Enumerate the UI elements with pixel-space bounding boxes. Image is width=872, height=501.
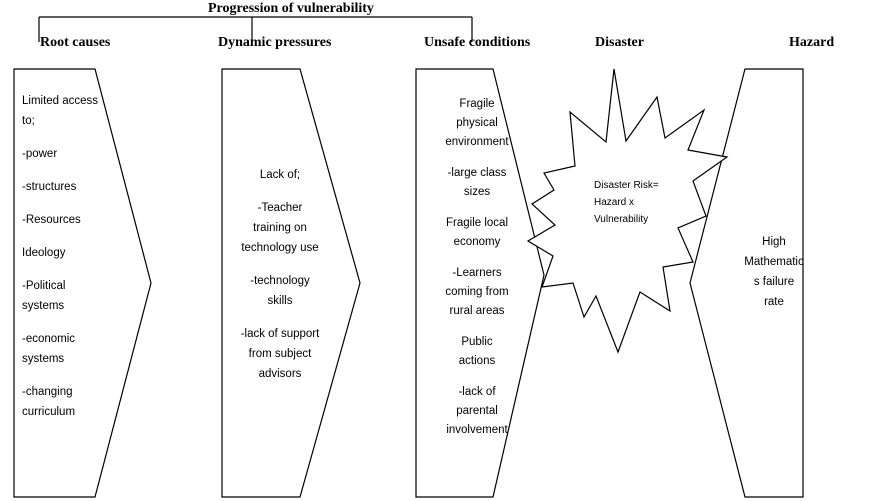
unsafe-conditions-item: Fragile bbox=[459, 98, 495, 110]
disaster-starburst bbox=[526, 68, 729, 354]
hazard-item: High bbox=[762, 236, 786, 248]
root-causes-item: curriculum bbox=[22, 406, 76, 418]
disaster-text-line: Hazard x bbox=[594, 197, 635, 208]
dynamic-pressures-item: from subject bbox=[248, 348, 312, 360]
unsafe-conditions-item: -Learners bbox=[452, 267, 502, 279]
root-causes-item: to; bbox=[22, 115, 35, 127]
unsafe-conditions-item: -large class bbox=[447, 167, 507, 179]
unsafe-conditions-item: environment bbox=[445, 136, 509, 148]
root-causes-item: systems bbox=[22, 353, 65, 365]
disaster-text-line: Vulnerability bbox=[594, 214, 649, 225]
unsafe-conditions-item: rural areas bbox=[449, 305, 505, 317]
header-disaster: Disaster bbox=[595, 35, 644, 50]
dynamic-pressures-item: technology use bbox=[241, 242, 319, 254]
unsafe-conditions-item: Public bbox=[461, 336, 493, 348]
hazard-item: rate bbox=[764, 296, 784, 308]
unsafe-conditions-item: actions bbox=[458, 355, 496, 367]
header-dynamic-pressures: Dynamic pressures bbox=[218, 35, 332, 50]
unsafe-conditions-list: Fragile physical environment -large clas… bbox=[432, 95, 522, 440]
root-causes-item: -economic bbox=[22, 333, 76, 345]
disaster-text-line: Disaster Risk= bbox=[594, 180, 659, 191]
dynamic-pressures-item: skills bbox=[267, 295, 293, 307]
dynamic-pressures-item: advisors bbox=[258, 368, 302, 380]
root-causes-item: -power bbox=[22, 148, 58, 160]
hazard-item: Mathematic bbox=[744, 256, 804, 268]
root-causes-list: Limited access to; -power -structures -R… bbox=[22, 91, 112, 422]
unsafe-conditions-chevron bbox=[415, 68, 545, 498]
unsafe-conditions-item: economy bbox=[453, 236, 501, 248]
unsafe-conditions-item: involvement bbox=[446, 424, 508, 436]
unsafe-conditions-item: Fragile local bbox=[446, 217, 508, 229]
dynamic-pressures-item: Lack of; bbox=[259, 169, 301, 181]
dynamic-pressures-item: training on bbox=[253, 222, 307, 234]
root-causes-chevron bbox=[13, 68, 152, 498]
dynamic-pressures-item: -technology bbox=[250, 275, 310, 287]
progression-bracket bbox=[38, 16, 473, 42]
hazard-list: High Mathematic s failure rate bbox=[743, 232, 805, 312]
header-root-causes: Root causes bbox=[40, 35, 111, 50]
root-causes-item: systems bbox=[22, 300, 65, 312]
unsafe-conditions-item: parental bbox=[456, 405, 498, 417]
header-unsafe-conditions: Unsafe conditions bbox=[424, 35, 531, 50]
unsafe-conditions-item: sizes bbox=[463, 186, 491, 198]
root-causes-item: -Resources bbox=[22, 214, 81, 226]
hazard-chevron bbox=[689, 68, 804, 498]
unsafe-conditions-item: coming from bbox=[445, 286, 509, 298]
dynamic-pressures-chevron bbox=[221, 68, 361, 498]
unsafe-conditions-item: -lack of bbox=[458, 386, 496, 398]
unsafe-conditions-item: physical bbox=[456, 117, 498, 129]
header-hazard: Hazard bbox=[789, 35, 835, 50]
dynamic-pressures-item: -lack of support bbox=[240, 328, 320, 340]
root-causes-item: -changing bbox=[22, 386, 73, 398]
dynamic-pressures-list: Lack of; -Teacher training on technology… bbox=[230, 165, 330, 384]
diagram-title: Progression of vulnerability bbox=[208, 1, 374, 16]
dynamic-pressures-item: -Teacher bbox=[257, 202, 303, 214]
hazard-item: s failure bbox=[753, 276, 795, 288]
root-causes-item: -Political bbox=[22, 280, 66, 292]
root-causes-item: Limited access bbox=[22, 95, 99, 107]
root-causes-item: Ideology bbox=[22, 247, 66, 259]
disaster-risk-formula: Disaster Risk= Hazard x Vulnerability bbox=[594, 177, 694, 228]
root-causes-item: -structures bbox=[22, 181, 77, 193]
